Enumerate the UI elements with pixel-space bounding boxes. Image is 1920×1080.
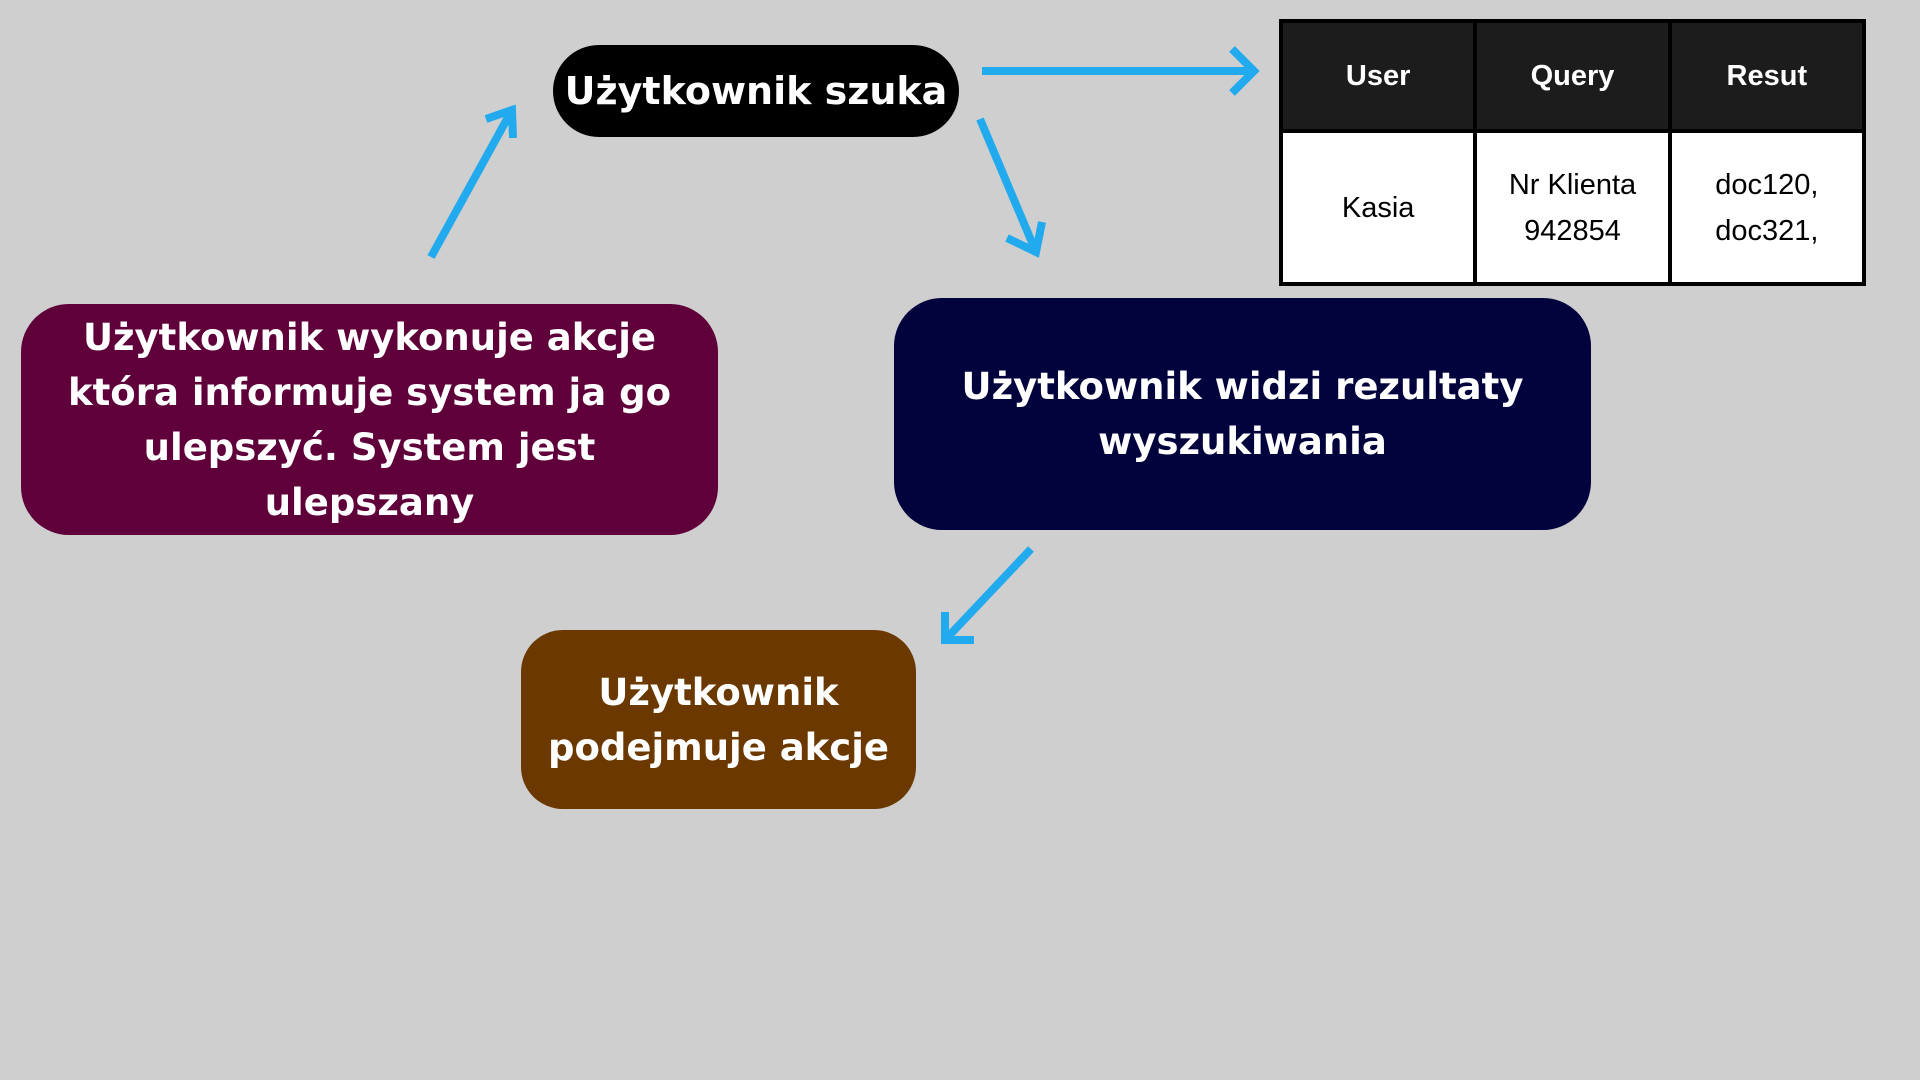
- node-user-searches: Użytkownik szuka: [553, 45, 959, 137]
- table-cell-user: Kasia: [1278, 129, 1478, 286]
- table-header-row: User Query Resut: [1278, 19, 1867, 133]
- search-log-table: User Query Resut Kasia Nr Klienta 942854…: [1278, 19, 1867, 286]
- node-user-searches-label: Użytkownik szuka: [564, 69, 948, 113]
- arrow-results-to-action: [941, 546, 1034, 644]
- table-header-result: Resut: [1667, 19, 1867, 133]
- node-user-sees-results-label: Użytkownik widzi rezultaty wyszukiwania: [961, 365, 1524, 463]
- node-system-improved: Użytkownik wykonuje akcje która informuj…: [21, 304, 718, 535]
- table-header-query: Query: [1473, 19, 1672, 133]
- node-user-sees-results: Użytkownik widzi rezultaty wyszukiwania: [894, 298, 1591, 530]
- arrow-search-to-table: [982, 46, 1260, 96]
- table-cell-result: doc120, doc321,: [1667, 129, 1867, 286]
- node-user-takes-action: Użytkownik podejmuje akcje: [521, 630, 916, 809]
- table-row: Kasia Nr Klienta 942854 doc120, doc321,: [1278, 129, 1867, 286]
- arrow-search-to-results: [976, 117, 1046, 258]
- node-user-takes-action-label: Użytkownik podejmuje akcje: [547, 670, 889, 769]
- arrow-improve-to-search: [427, 104, 517, 259]
- table-header-user: User: [1278, 19, 1478, 133]
- node-system-improved-label: Użytkownik wykonuje akcje która informuj…: [68, 315, 671, 524]
- table-cell-query: Nr Klienta 942854: [1473, 129, 1672, 286]
